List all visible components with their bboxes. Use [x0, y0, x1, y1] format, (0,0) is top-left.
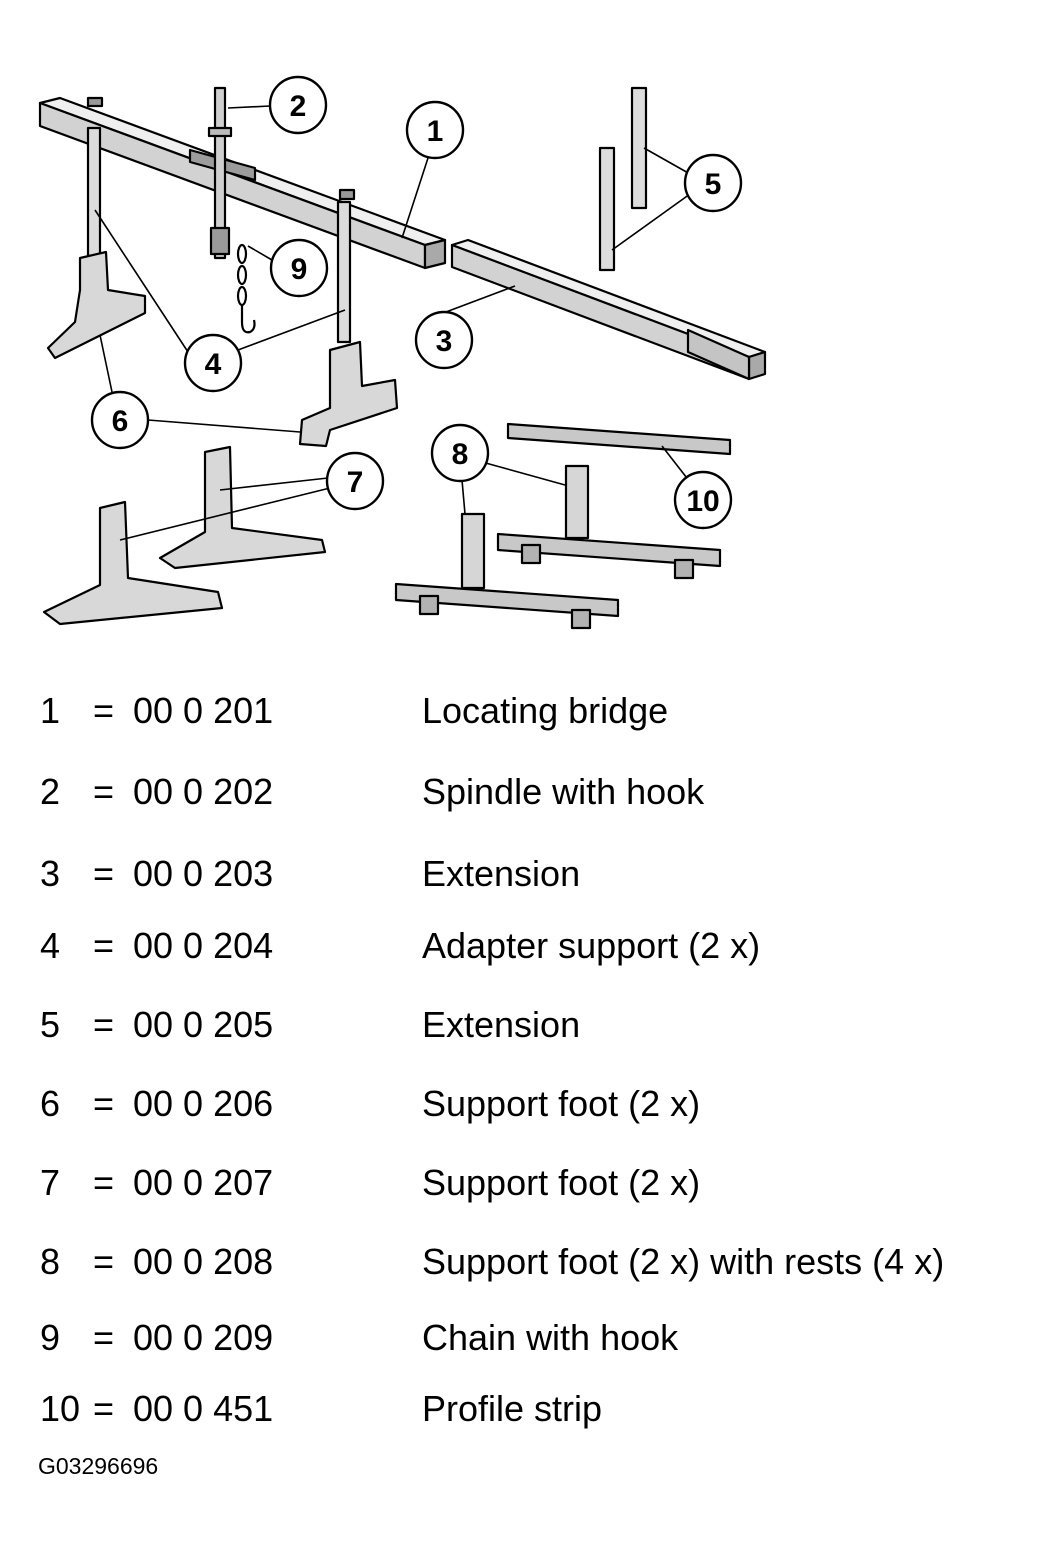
callout-5: 5: [683, 153, 743, 213]
svg-text:2: 2: [290, 90, 307, 123]
part-description: Spindle with hook: [422, 771, 705, 812]
callout-4: 4: [183, 333, 243, 393]
svg-text:4: 4: [205, 348, 222, 381]
part-description: Support foot (2 x): [422, 1083, 701, 1124]
item-number: 10: [40, 1388, 81, 1429]
equals-sign: =: [93, 771, 115, 812]
equals-sign: =: [93, 1004, 115, 1045]
part-number: 00 0 451: [133, 1388, 274, 1429]
parts-list-row: 2 = 00 0 202 Spindle with hook: [0, 767, 1037, 817]
part-description: Extension: [422, 1004, 581, 1045]
part-description: Chain with hook: [422, 1317, 679, 1358]
svg-text:5: 5: [705, 168, 722, 201]
part-number: 00 0 205: [133, 1004, 274, 1045]
item-number: 9: [40, 1317, 61, 1358]
part-number: 00 0 207: [133, 1162, 274, 1203]
item-number: 6: [40, 1083, 61, 1124]
item-number: 3: [40, 853, 61, 894]
equals-sign: =: [93, 1162, 115, 1203]
equals-sign: =: [93, 853, 115, 894]
equals-sign: =: [93, 1388, 115, 1429]
svg-text:10: 10: [686, 485, 719, 518]
svg-text:1: 1: [427, 115, 444, 148]
part-number: 00 0 203: [133, 853, 274, 894]
item-number: 5: [40, 1004, 61, 1045]
parts-list-row: 7 = 00 0 207 Support foot (2 x): [0, 1158, 1037, 1208]
svg-text:6: 6: [112, 405, 129, 438]
parts-list-row: 9 = 00 0 209 Chain with hook: [0, 1313, 1037, 1363]
part-number: 00 0 204: [133, 925, 274, 966]
parts-list-row: 6 = 00 0 206 Support foot (2 x): [0, 1079, 1037, 1129]
profile-strip-drawing: [506, 422, 732, 456]
equals-sign: =: [93, 925, 115, 966]
chain-drawing: [236, 243, 256, 334]
part-number: 00 0 208: [133, 1241, 274, 1282]
item-number: 7: [40, 1162, 61, 1203]
callout-8: 8: [430, 423, 490, 483]
item-number: 1: [40, 690, 61, 731]
part-description: Profile strip: [422, 1388, 603, 1429]
svg-text:8: 8: [452, 438, 469, 471]
item-number: 4: [40, 925, 61, 966]
equals-sign: =: [93, 690, 115, 731]
parts-list-row: 4 = 00 0 204 Adapter support (2 x): [0, 921, 1037, 971]
part-number: 00 0 202: [133, 771, 274, 812]
callout-7: 7: [325, 451, 385, 511]
callout-1: 1: [405, 100, 465, 160]
item-number: 2: [40, 771, 61, 812]
part-description: Support foot (2 x): [422, 1162, 701, 1203]
part-number: 00 0 206: [133, 1083, 274, 1124]
spindle-drawing: [207, 86, 233, 260]
callout-6: 6: [90, 390, 150, 450]
part-number: 00 0 201: [133, 690, 274, 731]
parts-list-row: 5 = 00 0 205 Extension: [0, 1000, 1037, 1050]
part-description: Adapter support (2 x): [422, 925, 761, 966]
svg-text:3: 3: [436, 325, 453, 358]
bridge-extension-drawing: [450, 238, 767, 381]
parts-list-row: 1 = 00 0 201 Locating bridge: [0, 686, 1037, 736]
part-description: Support foot (2 x) with rests (4 x): [422, 1241, 945, 1282]
callout-10: 10: [673, 470, 733, 530]
parts-list-row: 3 = 00 0 203 Extension: [0, 849, 1037, 899]
equals-sign: =: [93, 1241, 115, 1282]
svg-text:7: 7: [347, 466, 364, 499]
part-number: 00 0 209: [133, 1317, 274, 1358]
item-number: 8: [40, 1241, 61, 1282]
part-description: Locating bridge: [422, 690, 669, 731]
equals-sign: =: [93, 1083, 115, 1124]
callout-3: 3: [414, 310, 474, 370]
svg-text:9: 9: [291, 253, 308, 286]
callout-9: 9: [269, 238, 329, 298]
parts-list-row: 8 = 00 0 208 Support foot (2 x) with res…: [0, 1237, 1037, 1287]
support-feet-7-drawing: [42, 445, 327, 626]
figure-id: G03296696: [38, 1453, 159, 1479]
part-description: Extension: [422, 853, 581, 894]
equals-sign: =: [93, 1317, 115, 1358]
support-feet-8-drawing: [394, 464, 722, 630]
parts-list-row: 10 = 00 0 451 Profile strip: [0, 1384, 1037, 1434]
adapter-supports-drawing: [86, 126, 352, 344]
vertical-extensions-drawing: [598, 86, 648, 272]
callout-2: 2: [268, 75, 328, 135]
tool-set-diagram: 2 1 5 9 3 4 6 8 7 10: [38, 75, 767, 630]
